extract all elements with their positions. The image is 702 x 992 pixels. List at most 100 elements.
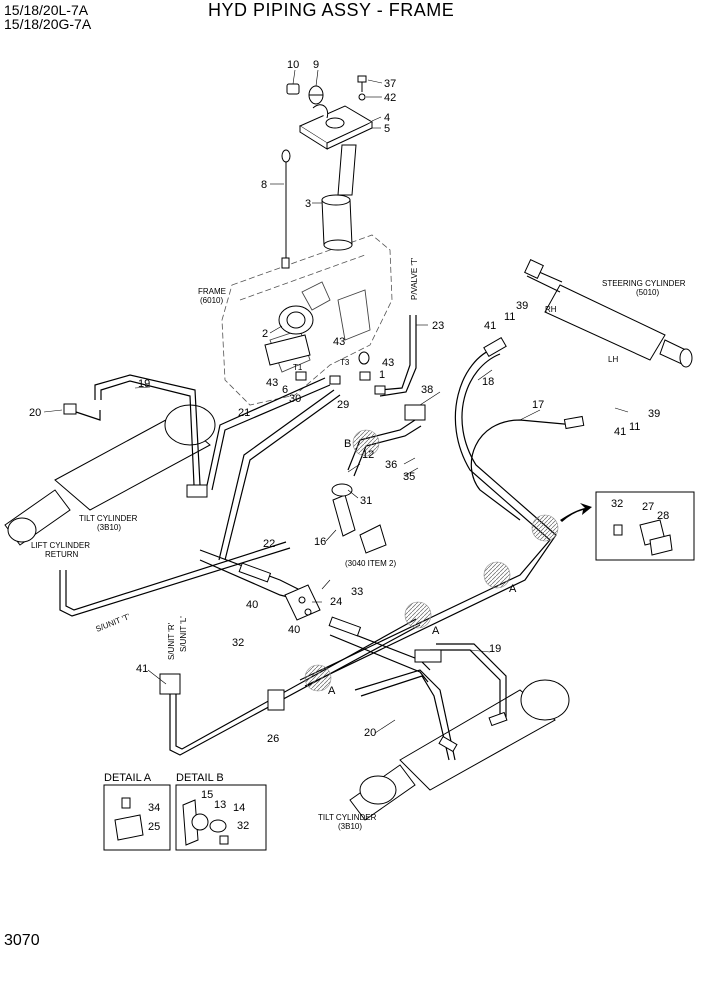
- callout: 8: [261, 179, 267, 191]
- hose-16: [331, 483, 387, 554]
- callout: 41: [614, 426, 626, 438]
- callout: 43: [382, 357, 394, 369]
- tilt-cylinder-label-1: TILT CYLINDER: [79, 514, 138, 523]
- callout: 1: [379, 369, 385, 381]
- callout: 39: [648, 408, 660, 420]
- hose-fittings: [63, 336, 585, 753]
- clamps: [186, 404, 442, 711]
- strainer: [278, 305, 314, 335]
- callout: 11: [629, 421, 640, 433]
- callout: 21: [238, 407, 250, 419]
- frame-outline: [221, 234, 393, 406]
- callout: 40: [246, 599, 258, 611]
- callout: 28: [657, 510, 669, 522]
- callout: 16: [314, 536, 326, 548]
- detail-b-part: 13: [214, 799, 226, 811]
- leader-lines: [43, 69, 629, 734]
- callout: 23: [432, 320, 444, 332]
- valve-block: [284, 584, 321, 621]
- steering-ref: (5010): [636, 288, 659, 297]
- lift-return-label-2: RETURN: [45, 550, 79, 559]
- callout: 3: [305, 198, 311, 210]
- callout: B: [344, 438, 351, 450]
- hose-lines: [59, 315, 576, 761]
- model-line-2: 15/18/20G-7A: [4, 16, 92, 32]
- steering-cylinder: [524, 259, 693, 368]
- callout: 42: [384, 92, 396, 104]
- bolt-37: [357, 75, 367, 101]
- callout: 37: [384, 78, 396, 90]
- callout: 4: [384, 112, 390, 124]
- callout: 32: [232, 637, 244, 649]
- frame-label: FRAME: [198, 287, 226, 296]
- detail-b-part: 15: [201, 789, 213, 801]
- callout: 20: [29, 407, 41, 419]
- callout: 18: [482, 376, 494, 388]
- plug: [286, 83, 300, 95]
- callout: 43: [266, 377, 278, 389]
- callout: 33: [351, 586, 363, 598]
- lift-return-label-1: LIFT CYLINDER: [31, 541, 90, 550]
- callout: 2: [262, 328, 268, 340]
- callout: 36: [385, 459, 397, 471]
- callout: 12: [362, 449, 374, 461]
- tilt-ref-2: (3B10): [338, 822, 362, 831]
- inset-box: [595, 491, 695, 561]
- steering-cylinder-label: STEERING CYLINDER: [602, 279, 686, 288]
- tilt-ref-1: (3B10): [97, 523, 121, 532]
- callout: 19: [489, 643, 501, 655]
- callout: 27: [642, 501, 654, 513]
- sunit-l-label: S/UNIT 'L': [179, 616, 188, 652]
- tank-cover-assembly: [298, 104, 374, 150]
- callout: A: [328, 685, 336, 697]
- callout: 9: [313, 59, 319, 71]
- callout: A: [509, 583, 517, 595]
- callout: 41: [136, 663, 148, 675]
- callout: 32: [611, 498, 623, 510]
- detail-a-part: 25: [148, 821, 160, 833]
- dipstick: [281, 149, 291, 269]
- detail-a-title: DETAIL A: [104, 772, 152, 784]
- filter-element: [321, 194, 353, 251]
- callout: 35: [403, 471, 415, 483]
- page-title: HYD PIPING ASSY - FRAME: [208, 0, 455, 20]
- callout: 43: [333, 336, 345, 348]
- item-ref-label: (3040 ITEM 2): [345, 559, 396, 568]
- sunit-r-label: S/UNIT 'R': [167, 622, 176, 660]
- callout: 5: [384, 123, 390, 135]
- sunit-t-label: S/UNIT 'T': [94, 612, 131, 634]
- tilt-cylinder-left: [4, 404, 216, 546]
- callout: 24: [330, 596, 342, 608]
- detail-captions: DETAIL A 34 25 DETAIL B 15 13 14 32: [104, 772, 249, 833]
- detail-b-title: DETAIL B: [176, 772, 224, 784]
- callout: 17: [532, 399, 544, 411]
- pvalve-label: P/VALVE 'T': [410, 257, 419, 300]
- callout: 41: [484, 320, 496, 332]
- inset-arrow: [560, 503, 592, 522]
- callout: 39: [516, 300, 528, 312]
- callout: 31: [360, 495, 372, 507]
- callout: 40: [288, 624, 300, 636]
- callout: 29: [337, 399, 349, 411]
- t1-label: T1: [293, 363, 303, 372]
- callout: 30: [289, 393, 301, 405]
- frame-fittings: [264, 334, 386, 395]
- detail-marks: [304, 429, 559, 692]
- detail-a-part: 34: [148, 802, 160, 814]
- callout: 19: [138, 378, 150, 390]
- callout: 10: [287, 59, 299, 71]
- callout: A: [432, 625, 440, 637]
- detail-b-box: [175, 784, 267, 851]
- callout: 22: [263, 538, 275, 550]
- t3-label: T3: [340, 358, 350, 367]
- detail-a-box: [103, 784, 171, 851]
- callout: 20: [364, 727, 376, 739]
- callout: 6: [282, 384, 288, 396]
- callout: 26: [267, 733, 279, 745]
- callout: 38: [421, 384, 433, 396]
- tilt-cylinder-right: [349, 679, 570, 821]
- rh-label: RH: [545, 305, 557, 314]
- callout: 11: [504, 311, 515, 323]
- tilt-cylinder-label-2: TILT CYLINDER: [318, 813, 377, 822]
